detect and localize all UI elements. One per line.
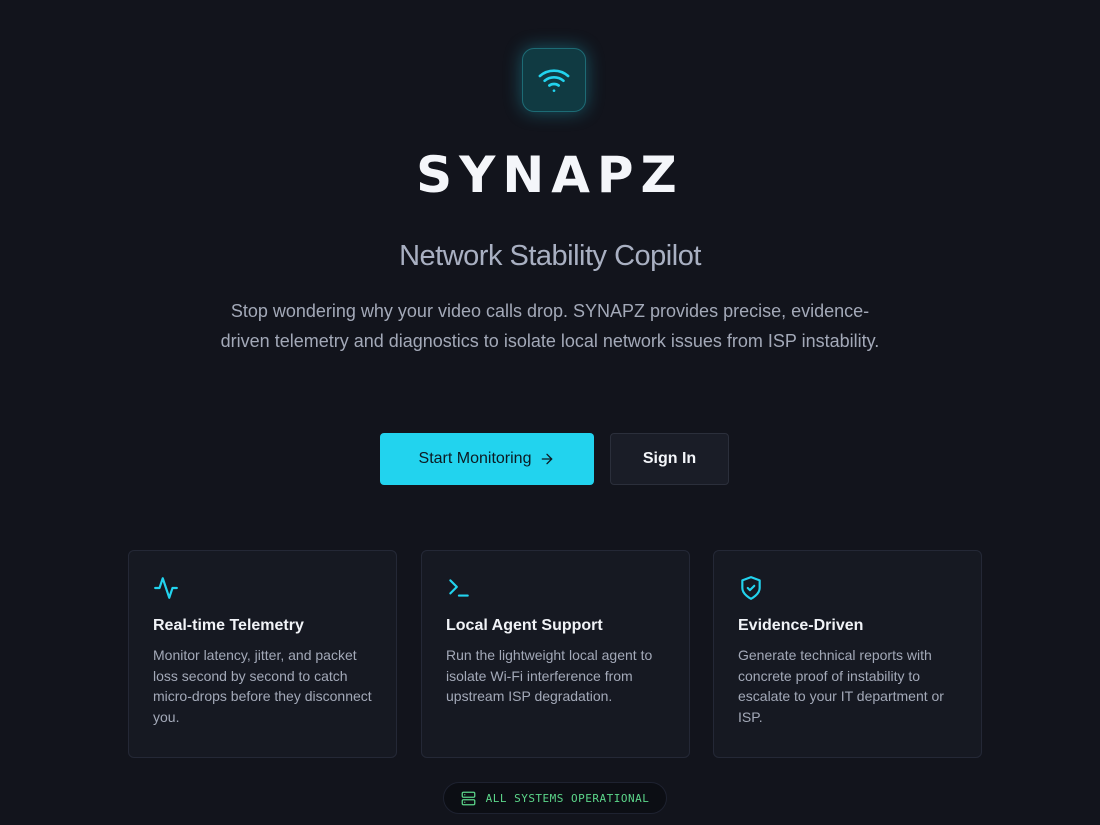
feature-card-telemetry: Real-time Telemetry Monitor latency, jit… — [128, 550, 397, 758]
arrow-right-icon — [542, 453, 553, 465]
server-icon — [461, 791, 475, 805]
feature-card-evidence: Evidence-Driven Generate technical repor… — [713, 550, 982, 758]
feature-title: Evidence-Driven — [738, 617, 864, 634]
shield-check-icon — [741, 576, 761, 600]
start-monitoring-button[interactable]: Start Monitoring — [380, 433, 594, 485]
brand-name: SYNAPZ — [416, 146, 684, 204]
hero-description: Stop wondering why your video calls drop… — [220, 301, 880, 351]
feature-title: Local Agent Support — [446, 617, 603, 634]
feature-text: Run the lightweight local agent to isola… — [446, 647, 653, 704]
feature-text: Monitor latency, jitter, and packet loss… — [153, 647, 372, 725]
feature-card-local-agent: Local Agent Support Run the lightweight … — [421, 550, 690, 758]
sign-in-button[interactable]: Sign In — [610, 433, 729, 485]
logo-tile — [522, 48, 586, 112]
status-label: ALL SYSTEMS OPERATIONAL — [485, 791, 650, 805]
wifi-icon — [538, 69, 570, 92]
status-badge: ALL SYSTEMS OPERATIONAL — [443, 782, 667, 814]
page-subtitle: Network Stability Copilot — [399, 240, 701, 272]
feature-title: Real-time Telemetry — [153, 617, 304, 634]
feature-text: Generate technical reports with concrete… — [738, 647, 944, 725]
sign-in-label: Sign In — [642, 450, 697, 467]
start-monitoring-label: Start Monitoring — [418, 450, 532, 467]
terminal-icon — [449, 579, 469, 597]
activity-icon — [154, 577, 178, 599]
